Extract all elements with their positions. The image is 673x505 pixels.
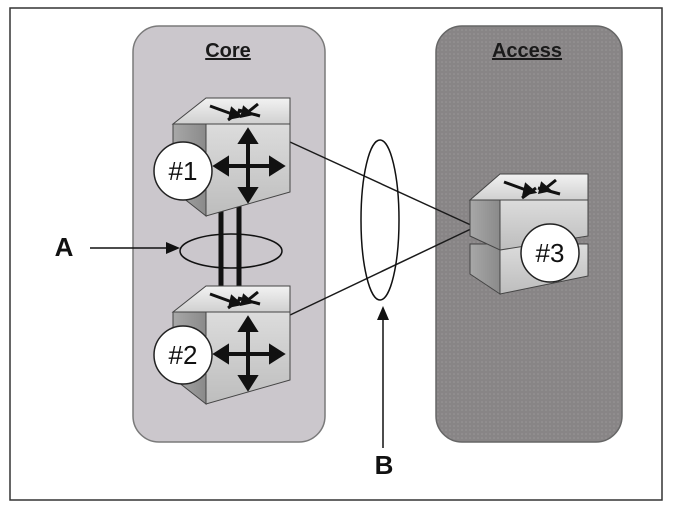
callout-a-label: A: [55, 232, 74, 262]
core-zone-title: Core: [205, 40, 251, 62]
callout-b-label: B: [375, 450, 394, 480]
switch-3-badge: [520, 223, 580, 283]
access-zone-title: Access: [492, 40, 562, 62]
switch-1-badge: [153, 141, 213, 201]
four-way-arrows-icon: [212, 127, 286, 204]
uplink-2-to-3: [287, 227, 474, 317]
switch-2-label: #2: [169, 340, 198, 370]
callout-b-arrowhead: [377, 306, 389, 320]
ist-ellipse: [179, 233, 283, 269]
uplink-1-to-3: [289, 141, 474, 227]
switch-2-badge: [153, 325, 213, 385]
switch-1-label: #1: [169, 156, 198, 186]
uplink-ellipse: [360, 139, 400, 301]
four-way-arrows-icon: [212, 315, 286, 392]
callout-a-arrowhead: [166, 242, 180, 254]
switch-3-label: #3: [536, 238, 565, 268]
